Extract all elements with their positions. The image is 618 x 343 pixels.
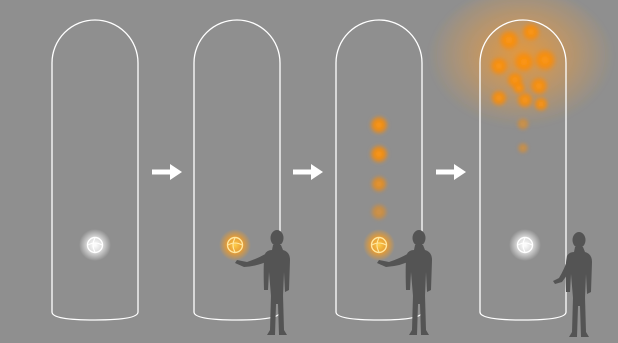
arrow-right-icon xyxy=(293,164,323,180)
light-particle xyxy=(370,203,388,221)
globe-orb-icon xyxy=(219,229,251,261)
people xyxy=(235,230,592,337)
light-particle xyxy=(521,22,541,42)
arrow-right-icon xyxy=(436,164,466,180)
light-particle xyxy=(516,117,530,131)
light-column-outline xyxy=(335,19,423,321)
person-silhouette-icon xyxy=(377,230,432,335)
light-particle xyxy=(498,29,520,51)
light-column-outline xyxy=(193,19,281,321)
light-burst-halo xyxy=(429,0,613,154)
light-particle xyxy=(369,144,389,164)
light-particle xyxy=(533,48,557,72)
transition-arrows xyxy=(152,164,466,180)
person-silhouette-icon xyxy=(553,232,592,337)
light-particle xyxy=(529,76,549,96)
light-orbs xyxy=(79,115,541,261)
globe-orb-icon xyxy=(79,229,111,261)
light-column-outline xyxy=(479,19,567,321)
light-columns xyxy=(51,19,567,321)
light-particle xyxy=(369,115,389,135)
globe-orb-icon xyxy=(509,229,541,261)
arrow-right-icon xyxy=(152,164,182,180)
light-particle xyxy=(490,89,508,107)
light-particle xyxy=(517,142,529,154)
light-particle xyxy=(489,56,509,76)
light-particle xyxy=(513,51,535,73)
person-silhouette-icon xyxy=(235,230,290,335)
light-particle xyxy=(512,81,526,95)
light-particle xyxy=(516,91,534,109)
light-particle xyxy=(370,175,388,193)
light-column-outline xyxy=(51,19,139,321)
globe-orb-icon xyxy=(363,229,395,261)
light-particle xyxy=(533,96,549,112)
